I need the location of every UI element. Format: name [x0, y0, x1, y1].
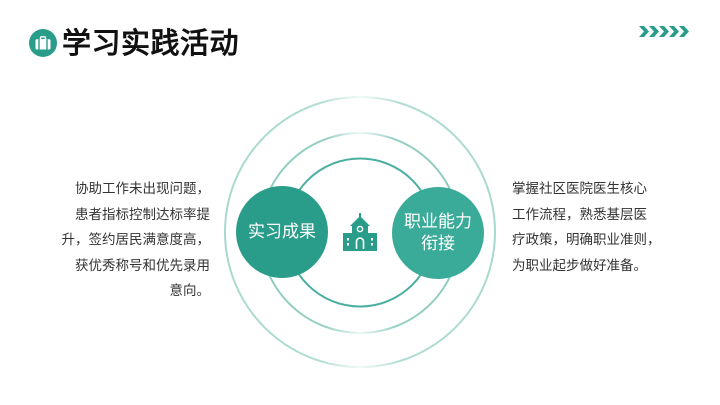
text-line: 获优秀称号和优先录用	[75, 257, 210, 274]
chevrons-right-icon	[639, 26, 689, 37]
text-line: 为职业起步做好准备。	[512, 257, 647, 274]
internship-results-text: 协助工作未出现问题， 患者指标控制达标率提 升，签约居民满意度高， 获优秀称号和…	[50, 177, 211, 305]
text-line: 疗政策，明确职业准则，	[512, 232, 661, 249]
page-title: 学习实践活动	[62, 26, 240, 60]
bubble-label-line1: 职业能力	[404, 212, 472, 232]
text-line: 工作流程，熟悉基层医	[512, 206, 647, 223]
briefcase-icon	[29, 29, 57, 57]
internship-results-bubble: 实习成果	[236, 186, 328, 278]
text-line: 患者指标控制达标率提	[75, 206, 210, 223]
bubble-label: 实习成果	[248, 222, 316, 242]
outer-ring	[224, 96, 496, 368]
school-building-icon	[343, 213, 377, 251]
text-line: 意向。	[169, 283, 211, 300]
career-ability-text: 掌握社区医院医生核心 工作流程，熟悉基层医 疗政策，明确职业准则， 为职业起步做…	[512, 177, 662, 279]
bubble-label-line2: 衔接	[421, 234, 455, 254]
text-line: 掌握社区医院医生核心	[512, 181, 647, 197]
page-header: 学习实践活动	[29, 27, 239, 59]
text-line: 升，签约居民满意度高，	[61, 232, 211, 249]
text-line: 协助工作未出现问题，	[75, 181, 210, 197]
career-ability-bubble: 职业能力 衔接	[392, 187, 484, 279]
